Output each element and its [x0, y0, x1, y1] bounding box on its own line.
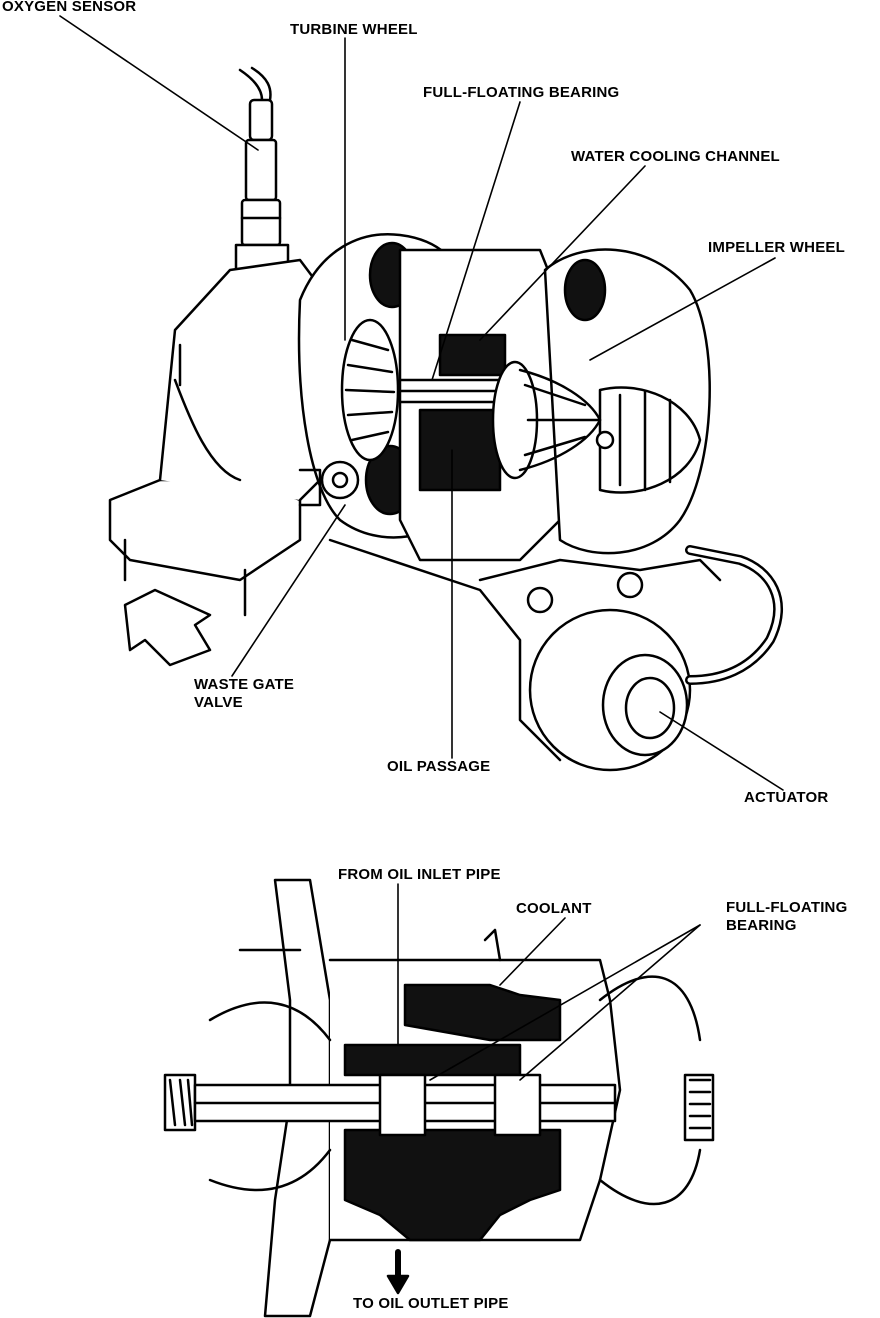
label-bearing-line2: BEARING [726, 917, 797, 934]
label-waste-gate-line1: WASTE GATE [194, 676, 295, 693]
coolant-channel-shape [403, 983, 562, 1042]
oxygen-sensor-shape [234, 66, 290, 277]
label-bearing-line1: FULL-FLOATING [726, 899, 848, 916]
label-to-oil-outlet-pipe: TO OIL OUTLET PIPE [353, 1295, 509, 1312]
actuator-shape [528, 608, 692, 772]
compressor-housing-shape [543, 248, 711, 555]
label-waste-gate-line2: VALVE [194, 694, 243, 711]
bearing-shapes [378, 1073, 542, 1137]
impeller-wheel-shape [491, 360, 615, 480]
label-oil-passage: OIL PASSAGE [387, 758, 491, 775]
leader-lines-bottom [397, 883, 701, 1081]
coolant-hose-shape [685, 545, 784, 685]
oil-drain-shape [343, 1128, 562, 1242]
label-actuator: ACTUATOR [744, 789, 829, 806]
label-impeller-wheel: IMPELLER WHEEL [708, 239, 845, 256]
turbine-wheel-shape [340, 318, 400, 462]
oil-outlet-arrow [386, 1249, 410, 1295]
oil-gallery-shape [343, 1043, 522, 1077]
waste-gate-valve-shape [298, 460, 360, 507]
bearing-housing-shape [398, 248, 562, 562]
label-full-floating-bearing: FULL-FLOATING BEARING [423, 84, 620, 101]
label-water-cooling-channel: WATER COOLING CHANNEL [571, 148, 780, 165]
label-turbine-wheel: TURBINE WHEEL [290, 21, 418, 38]
leader-lines-top [59, 15, 784, 791]
actuator-bracket-shape [328, 538, 722, 762]
exhaust-flange-shape [108, 258, 332, 617]
exhaust-flow-arrow [123, 588, 212, 667]
label-from-oil-inlet-pipe: FROM OIL INLET PIPE [338, 866, 501, 883]
label-oxygen-sensor: OXYGEN SENSOR [2, 0, 137, 15]
label-coolant: COOLANT [516, 900, 592, 917]
